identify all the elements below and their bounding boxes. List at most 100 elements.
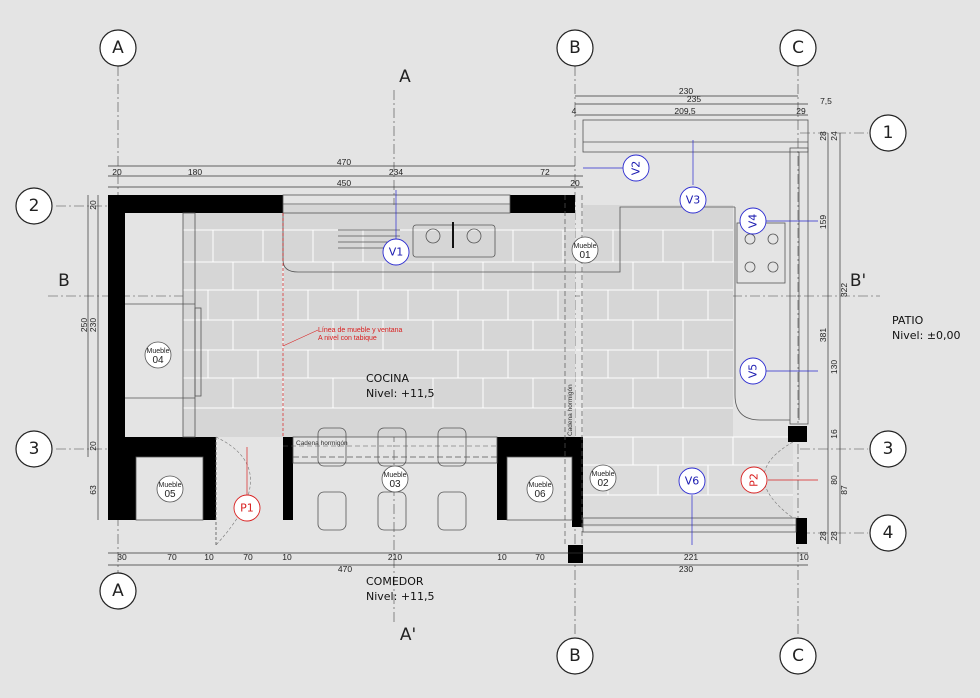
furniture-markers: Mueble 01 Mueble 02 Mueble 03 Mueble 04 … <box>144 236 617 503</box>
window-label-v3: V3 <box>686 194 701 207</box>
grid-label-b-bottom: B <box>569 646 581 666</box>
dim-right-28b: 28 <box>818 531 828 541</box>
mueble-06-marker <box>526 475 554 503</box>
dim-top-72: 72 <box>540 167 550 177</box>
dim-bot-70b: 70 <box>243 552 253 562</box>
note-linea-1: Línea de mueble y ventana <box>318 327 403 334</box>
dim-bot-70a: 70 <box>167 552 177 562</box>
note-linea-2: A nivel con tabique <box>318 335 377 342</box>
grid-marker-c-top <box>779 29 817 67</box>
room-labels: COCINA Nivel: +11,5 COMEDOR Nivel: +11,5… <box>366 314 961 603</box>
comedor-level: Nivel: +11,5 <box>366 590 435 603</box>
section-b-prime: B' <box>850 271 866 291</box>
dim-left-63: 63 <box>88 485 98 495</box>
mueble-03-number: 03 <box>389 479 401 490</box>
grid-label-c-bottom: C <box>792 646 804 666</box>
cocina-name: COCINA <box>366 372 409 385</box>
dim-right-80: 80 <box>829 475 839 485</box>
mueble-05-number: 05 <box>164 489 176 500</box>
dim-top-234: 234 <box>389 167 403 177</box>
grid-marker-a-bottom <box>99 572 137 610</box>
dim-left-20a: 20 <box>88 200 98 210</box>
cocina-level: Nivel: +11,5 <box>366 387 435 400</box>
grid-marker-1 <box>869 114 907 152</box>
grid-marker-a-top <box>99 29 137 67</box>
dim-right-159: 159 <box>818 215 828 229</box>
dim-bot-10b: 10 <box>282 552 292 562</box>
dim-bot-10c: 10 <box>497 552 507 562</box>
window-tag-v1 <box>382 238 410 266</box>
dim-top-4: 4 <box>572 106 577 116</box>
dim-right-16: 16 <box>829 429 839 439</box>
door-swing-p1 <box>215 436 251 546</box>
note-cadena-horizontal: Cadena hormigón <box>296 440 348 447</box>
dim-top-20a: 20 <box>112 167 122 177</box>
dim-right-28a: 28 <box>818 131 828 141</box>
section-b-left: B <box>58 271 70 291</box>
grid-label-4: 4 <box>883 523 894 543</box>
dim-bot-10d: 10 <box>799 552 809 562</box>
window-label-v6: V6 <box>685 475 700 488</box>
mueble-04-label: Mueble <box>147 348 170 355</box>
grid-label-a-bottom: A <box>112 581 124 601</box>
dim-bot-210: 210 <box>388 552 402 562</box>
grid-label-3-right: 3 <box>883 439 894 459</box>
dim-right-87: 87 <box>839 485 849 495</box>
window-label-v1: V1 <box>389 246 404 259</box>
grid-marker-2 <box>15 187 53 225</box>
window-label-v2: V2 <box>630 161 643 176</box>
door-tag-p2 <box>740 466 768 494</box>
dim-top-7-5: 7,5 <box>820 96 832 106</box>
mueble-03-marker <box>381 465 409 493</box>
mueble-04-marker <box>144 341 172 369</box>
floor-tiles <box>183 205 793 527</box>
mueble-01-label: Mueble <box>574 243 597 250</box>
door-label-p2: P2 <box>748 473 761 487</box>
section-a-prime: A' <box>400 625 416 645</box>
grid-label-3-left: 3 <box>29 439 40 459</box>
mueble-01-number: 01 <box>579 250 591 261</box>
mueble-06-number: 06 <box>534 489 546 500</box>
sink <box>338 222 496 258</box>
grid-marker-c-bottom <box>779 637 817 675</box>
dim-bot-470: 470 <box>338 564 352 574</box>
window-tag-v3 <box>679 186 707 214</box>
mueble-04-number: 04 <box>152 355 164 366</box>
grid-label-2: 2 <box>29 196 40 216</box>
window-tag-v5 <box>739 357 767 385</box>
dim-right-381: 381 <box>818 328 828 342</box>
dim-right-322: 322 <box>839 283 849 297</box>
window-tag-v6 <box>678 467 706 495</box>
dim-bot-221: 221 <box>684 552 698 562</box>
grid-label-1: 1 <box>883 123 894 143</box>
dimension-labels: 230 235 7,5 4 209,5 29 470 20 180 234 72… <box>79 86 849 574</box>
dim-top-450: 450 <box>337 178 351 188</box>
opening-tags: V1 V2 V3 V4 V5 V6 P1 P2 <box>233 140 818 545</box>
dim-bot-70c: 70 <box>535 552 545 562</box>
dim-bot-10a: 10 <box>204 552 214 562</box>
note-cadena-vertical: Cadena hormigón <box>567 384 574 436</box>
dim-top-29: 29 <box>796 106 806 116</box>
grid-label-b-top: B <box>569 38 581 58</box>
mueble-02-label: Mueble <box>592 471 615 478</box>
dim-top-230: 230 <box>679 86 693 96</box>
grid-marker-b-top <box>556 29 594 67</box>
door-tag-p1 <box>233 494 261 522</box>
grid-marker-3-left <box>15 430 53 468</box>
mueble-02-marker <box>589 464 617 492</box>
grid-label-a-top: A <box>112 38 124 58</box>
dim-top-470: 470 <box>337 157 351 167</box>
walls <box>108 195 807 563</box>
patio-name: PATIO <box>892 314 924 327</box>
dim-left-230: 230 <box>88 318 98 332</box>
dim-top-20b: 20 <box>570 178 580 188</box>
grid-marker-b-bottom <box>556 637 594 675</box>
mueble-01-marker <box>571 236 599 264</box>
dim-right-130: 130 <box>829 360 839 374</box>
dim-top-209-5: 209,5 <box>674 106 696 116</box>
dim-bot-230: 230 <box>679 564 693 574</box>
window-label-v4: V4 <box>747 214 760 229</box>
grid-markers: A B C A B C 2 3 1 3 4 <box>15 29 907 675</box>
dim-left-20b: 20 <box>88 441 98 451</box>
